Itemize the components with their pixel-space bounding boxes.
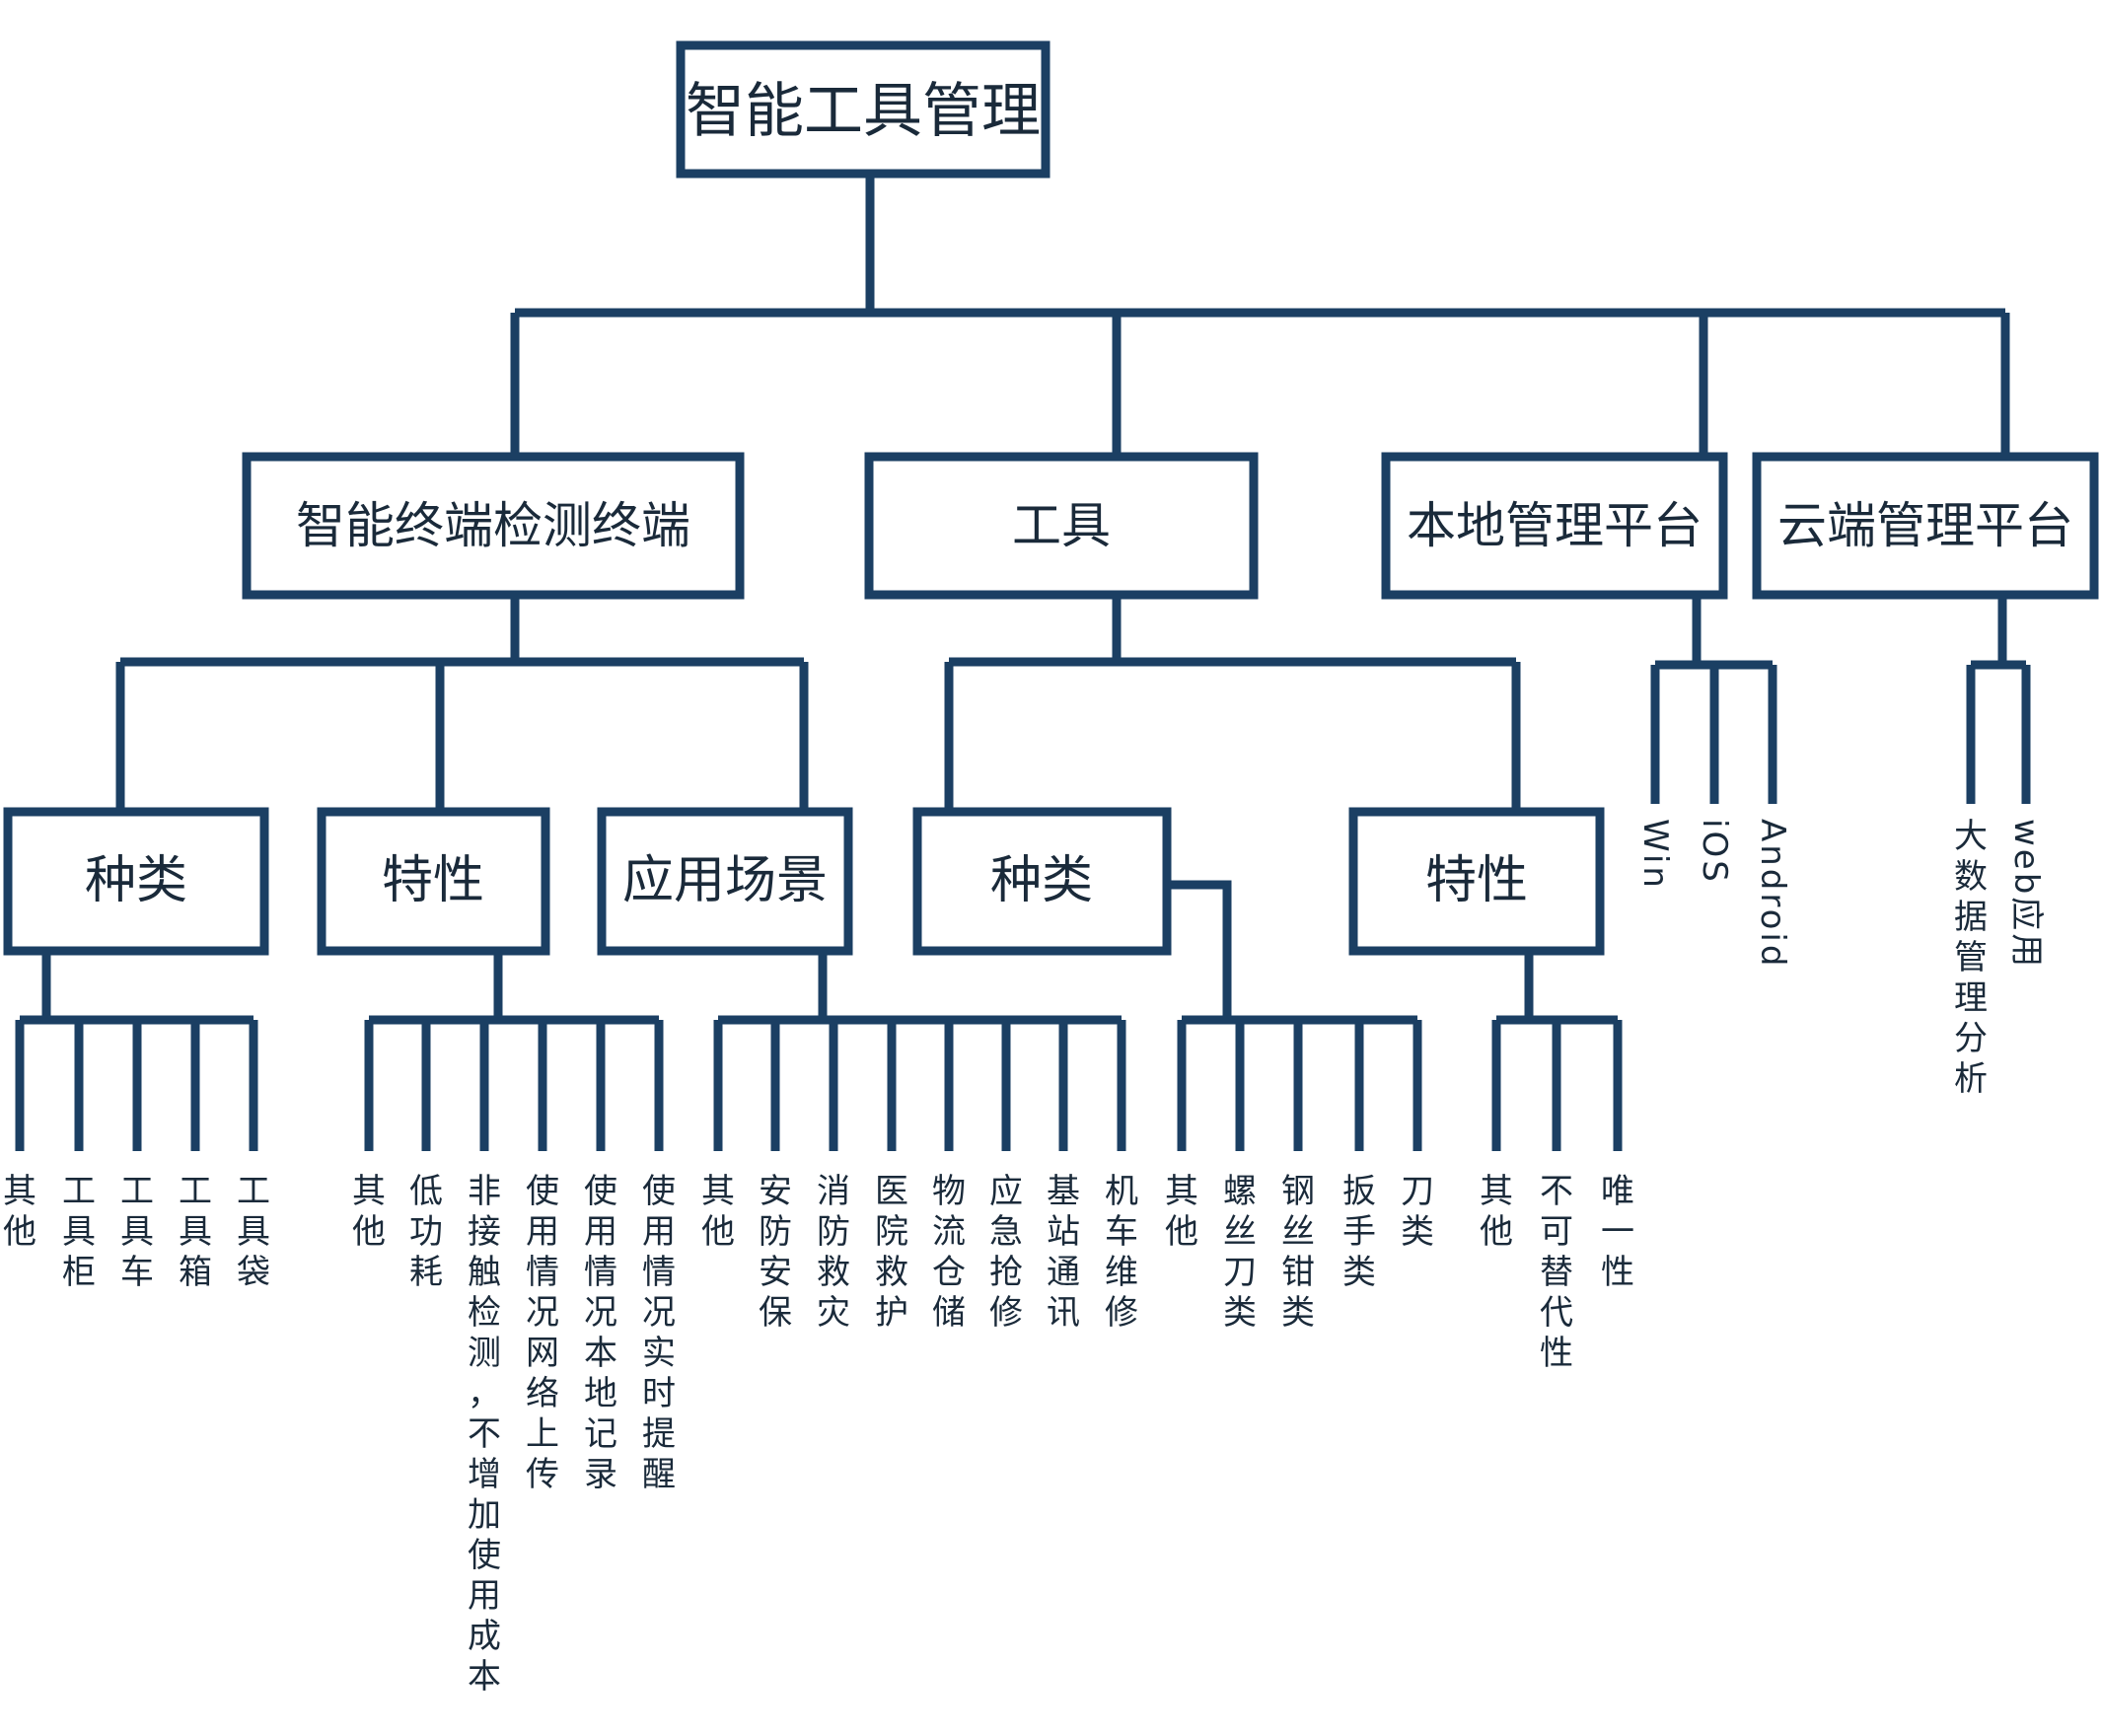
node-tools: 工具: [864, 452, 1259, 600]
leaf-label: 消防救灾: [817, 1172, 850, 1333]
root-label: 智能工具管理: [686, 77, 1041, 146]
leaf-label: 其他: [1480, 1172, 1513, 1252]
leaf-label: 工具箱: [179, 1172, 212, 1292]
leaf-label: 其他: [352, 1172, 386, 1252]
leaf-label: 机车维修: [1105, 1172, 1138, 1333]
leaf-label: 大数据管理分析: [1954, 817, 1988, 1099]
leaf-label: 不可替代性: [1540, 1172, 1573, 1373]
leaf-labels: 其他 工具柜 工具车 工具箱 工具袋 其他 低功耗 非接触检测，不增加使用成本 …: [3, 817, 1988, 1697]
node-cloud-platform-label: 云端管理平台: [1777, 497, 2073, 554]
node-terminal-scene-label: 应用场景: [622, 851, 828, 910]
node-terminal: 智能终端检测终端: [242, 452, 745, 600]
node-terminal-scene: 应用场景: [597, 807, 853, 956]
root-node: 智能工具管理: [676, 40, 1050, 179]
leaf-label: 刀类: [1401, 1172, 1434, 1252]
leaf-label: 其他: [701, 1172, 735, 1252]
node-local-platform-label: 本地管理平台: [1407, 497, 1703, 554]
leaf-label: 其他: [1165, 1172, 1198, 1252]
leaf-label: 唯一性: [1601, 1172, 1634, 1292]
node-tools-feature: 特性: [1348, 807, 1605, 956]
node-tools-label: 工具: [1012, 497, 1111, 554]
leaf-label: 使用情况实时提醒: [642, 1172, 676, 1494]
leaf-label: 应急抢修: [989, 1172, 1023, 1333]
leaf-label: 使用情况网络上传: [526, 1172, 559, 1494]
platform-label-web-app: web应用: [2006, 819, 2046, 970]
leaf-label: 螺丝刀类: [1223, 1172, 1257, 1333]
connector-lines: [15, 174, 2031, 1151]
node-cloud-platform: 云端管理平台: [1752, 452, 2099, 600]
node-terminal-kind: 种类: [3, 807, 269, 956]
node-terminal-kind-label: 种类: [85, 851, 187, 910]
node-terminal-label: 智能终端检测终端: [296, 497, 690, 554]
node-terminal-feature: 特性: [317, 807, 550, 956]
leaf-label: 低功耗: [409, 1172, 443, 1292]
leaf-label: 工具袋: [237, 1172, 270, 1292]
leaf-label: 工具车: [120, 1172, 154, 1292]
node-tools-feature-label: 特性: [1425, 851, 1528, 910]
leaf-label: 医院救护: [875, 1172, 908, 1333]
leaf-label: 其他: [3, 1172, 36, 1252]
node-tools-kind: 种类: [912, 807, 1172, 956]
leaf-label: 扳手类: [1342, 1172, 1376, 1292]
node-local-platform: 本地管理平台: [1381, 452, 1728, 600]
platform-label-android: Android: [1753, 819, 1792, 969]
node-tools-kind-label: 种类: [990, 851, 1093, 910]
platform-labels: Win iOS Android web应用: [1635, 819, 2046, 970]
leaf-label: 安防安保: [759, 1172, 792, 1333]
platform-label-ios: iOS: [1695, 819, 1734, 885]
leaf-label: 工具柜: [62, 1172, 96, 1292]
leaf-label: 非接触检测，不增加使用成本: [468, 1172, 501, 1697]
platform-label-win: Win: [1635, 819, 1675, 891]
node-terminal-feature-label: 特性: [382, 851, 484, 910]
leaf-label: 基站通讯: [1047, 1172, 1080, 1333]
leaf-label: 物流仓储: [932, 1172, 966, 1333]
leaf-label: 钢丝钳类: [1281, 1172, 1315, 1333]
leaf-label: 使用情况本地记录: [584, 1172, 617, 1494]
